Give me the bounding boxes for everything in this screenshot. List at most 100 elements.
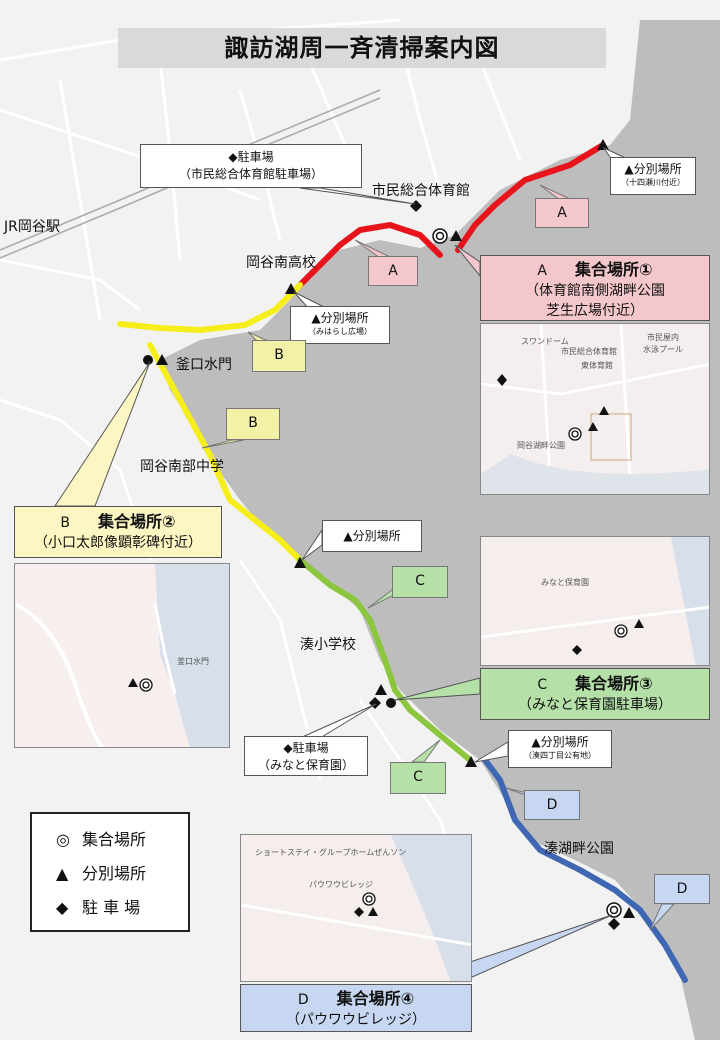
triangle-icon xyxy=(634,619,644,628)
assembly-point-b: B 集合場所② （小口太郎像顕彰碑付近） xyxy=(14,506,222,558)
label-okaya-nanbu-junior: 岡谷南部中学 xyxy=(140,459,224,475)
pointer-tag-b2 xyxy=(201,439,245,449)
route-tag-d: D xyxy=(524,790,580,820)
pointer-parking-gym xyxy=(299,187,416,205)
triangle-icon xyxy=(368,907,378,916)
assembly-detail: （体育館南側湖畔公園 xyxy=(525,283,665,299)
route-tag-b: B xyxy=(252,340,306,372)
double-circle-icon xyxy=(365,895,373,903)
dot-icon xyxy=(386,698,396,708)
label-minato-lakeside-park: 湊湖畔公園 xyxy=(544,841,614,857)
double-circle-icon xyxy=(362,892,376,906)
inset-shore xyxy=(481,454,709,494)
legend-sorting: ▲分別場所 xyxy=(56,860,146,884)
callout-line: ◆駐車場 xyxy=(283,741,329,755)
triangle-icon xyxy=(588,422,598,431)
inset-map-d-graphic xyxy=(241,835,471,981)
inset-d-label: パウワウビレッジ xyxy=(309,880,373,889)
assembly-detail: （みなと保育園駐車場） xyxy=(518,697,672,713)
road-8 xyxy=(478,59,522,161)
double-circle-icon: ◎ xyxy=(56,830,70,849)
legend-assembly: ◎集合場所 xyxy=(56,826,146,850)
inset-map-d: ショートステイ・グループホームぜんソン パウワウビレッジ xyxy=(240,834,472,982)
assembly-letter: D xyxy=(297,992,309,1008)
inset-road xyxy=(481,605,709,639)
inset-a-label: 市民屋内 xyxy=(647,333,679,342)
triangle-icon xyxy=(465,756,477,767)
triangle-icon xyxy=(285,283,297,294)
road-3 xyxy=(58,79,102,321)
callout-line: ▲分別場所 xyxy=(311,311,369,325)
route-tag-a: A xyxy=(535,198,589,228)
callout-line: ▲分別場所 xyxy=(531,735,589,749)
inset-a-label: 岡谷湖畔公園 xyxy=(517,441,565,450)
double-circle-icon xyxy=(609,905,619,915)
diamond-icon xyxy=(497,374,507,386)
diamond-icon xyxy=(354,907,364,917)
route-tag-c: C xyxy=(392,566,448,598)
diamond-icon: ◆ xyxy=(56,898,69,917)
assembly-title: 集合場所③ xyxy=(575,674,653,693)
assembly-detail: （小口太郎像顕彰碑付近） xyxy=(34,535,202,551)
label-gym: 市民総合体育館 xyxy=(372,183,470,199)
inset-road xyxy=(15,602,106,747)
assembly-letter: B xyxy=(60,515,71,531)
label-jr-okaya: JR岡谷駅 xyxy=(4,219,60,235)
assembly-detail: 芝生広場付近） xyxy=(546,303,644,319)
label-minato-elementary: 湊小学校 xyxy=(300,637,356,653)
cleanup-routes xyxy=(117,142,688,983)
callout-pointers xyxy=(54,146,676,979)
inset-building xyxy=(590,413,632,461)
dot-icon xyxy=(143,355,153,365)
double-circle-icon xyxy=(614,624,628,638)
diamond-icon xyxy=(572,645,582,655)
callout-sort-minato4: ▲分別場所 （湊四丁目公有地） xyxy=(508,730,612,768)
triangle-icon xyxy=(156,354,168,365)
pointer-tag-d2 xyxy=(649,903,676,931)
route-c xyxy=(297,557,473,763)
double-circle-icon xyxy=(139,678,153,692)
triangle-icon xyxy=(597,139,609,150)
diamond-icon xyxy=(410,200,422,212)
inset-map-a-graphic xyxy=(481,324,709,494)
callout-sort-miharashi: ▲分別場所 （みはらし広場） xyxy=(290,306,390,344)
assembly-title-row: B 集合場所② xyxy=(15,512,221,533)
route-tag-d: D xyxy=(654,874,710,904)
assembly-title: 集合場所② xyxy=(98,512,176,531)
inset-map-b-graphic xyxy=(15,564,229,747)
callout-line: （みはらし広場） xyxy=(308,327,372,336)
triangle-icon xyxy=(294,557,306,568)
double-circle-icon xyxy=(142,681,150,689)
label-okaya-minami-high: 岡谷南高校 xyxy=(246,255,316,271)
inset-a-label: 東体育館 xyxy=(581,361,613,370)
inset-road xyxy=(241,903,471,947)
map-legend: ◎集合場所 ▲分別場所 ◆駐 車 場 xyxy=(30,812,190,932)
route-tag-c: C xyxy=(390,762,446,794)
triangle-icon xyxy=(128,678,138,687)
triangle-icon: ▲ xyxy=(56,864,69,883)
triangle-icon xyxy=(450,230,462,241)
double-circle-icon xyxy=(617,627,625,635)
route-b xyxy=(117,282,303,563)
callout-line: （みなと保育園） xyxy=(257,758,354,772)
route-d xyxy=(482,757,688,983)
double-circle-icon xyxy=(606,902,622,918)
callout-line: （十四瀬川付近） xyxy=(621,178,685,187)
callout-line: ▲分別場所 xyxy=(624,162,682,176)
inset-water xyxy=(671,537,709,665)
assembly-title: 集合場所④ xyxy=(336,989,415,1008)
inset-a-label: 水泳プール xyxy=(643,345,683,354)
inset-road xyxy=(153,603,177,695)
triangle-icon xyxy=(623,907,635,918)
callout-parking-gym: ◆駐車場 （市民総合体育館駐車場） xyxy=(140,144,362,188)
inset-map-c: みなと保育園 xyxy=(480,536,710,666)
assembly-title: 集合場所① xyxy=(575,260,653,279)
inset-a-label: スワンドーム xyxy=(521,337,569,346)
label-kamaguchi-gate: 釜口水門 xyxy=(176,357,232,373)
triangle-icon xyxy=(599,406,609,415)
inset-d-label: ショートステイ・グループホームぜんソン xyxy=(255,848,407,857)
